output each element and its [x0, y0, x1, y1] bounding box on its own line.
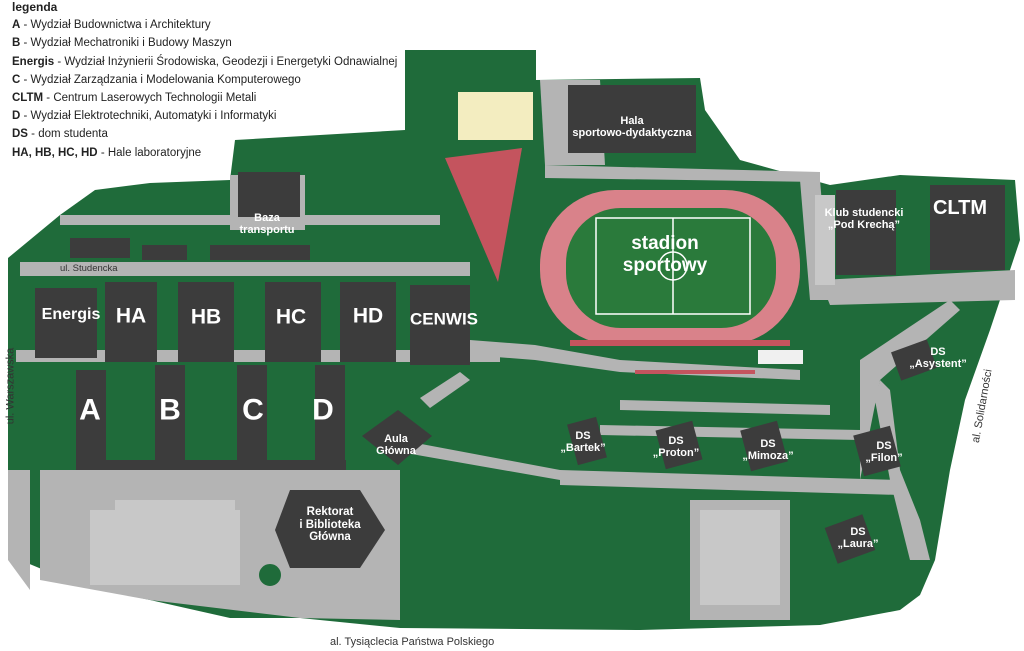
building-energis	[35, 288, 97, 358]
building-cenwis	[410, 285, 470, 365]
building-cltm	[930, 185, 1005, 270]
street-tysiaclecia: al. Tysiąclecia Państwa Polskiego	[330, 636, 495, 648]
label-cltm[interactable]: CLTM	[932, 197, 988, 219]
building-ds-bartek	[567, 416, 607, 466]
building-hd	[340, 282, 396, 362]
legend-item: Energis - Wydział Inżynierii Środowiska,…	[12, 55, 398, 68]
building-b	[155, 365, 185, 465]
building-klub	[836, 190, 896, 275]
building-ds-proton	[655, 420, 703, 470]
legend-item: C - Wydział Zarządzania i Modelowania Ko…	[12, 73, 301, 86]
building-d	[315, 365, 345, 465]
label-hb[interactable]: HB	[190, 305, 222, 329]
legend-item: HA, HB, HC, HD - Hale laboratoryjne	[12, 146, 202, 159]
legend: legenda A - Wydział Budownictwa i Archit…	[12, 0, 397, 162]
label-a[interactable]: A	[79, 393, 101, 427]
building-ds-laura	[824, 514, 876, 564]
roundabout	[253, 558, 287, 592]
label-ds-bartek[interactable]: DS„Bartek”	[560, 429, 606, 454]
building-baza	[238, 172, 300, 217]
label-b[interactable]: B	[159, 393, 181, 427]
building-aula	[362, 410, 432, 465]
building-a	[76, 370, 106, 465]
building-rektorat	[275, 490, 385, 568]
label-energis[interactable]: Energis	[41, 306, 101, 324]
label-ds-filon[interactable]: DS„Filon”	[865, 439, 903, 464]
label-cenwis[interactable]: CENWIS	[410, 309, 478, 329]
building-ds-filon	[853, 425, 901, 477]
stadium	[540, 190, 800, 346]
label-d[interactable]: D	[312, 393, 334, 427]
sand-field	[458, 92, 533, 140]
label-hd[interactable]: HD	[352, 304, 384, 328]
label-klub[interactable]: Klub studencki„Pod Krechą”	[824, 206, 904, 231]
label-ds-laura[interactable]: DS„Laura”	[837, 525, 879, 550]
legend-item: D - Wydział Elektrotechniki, Automatyki …	[12, 110, 277, 123]
label-ds-proton[interactable]: DS„Proton”	[652, 434, 700, 459]
label-ds-mimoza[interactable]: DS„Mimoza”	[742, 437, 794, 462]
label-c[interactable]: C	[242, 393, 264, 427]
building-hb	[178, 282, 234, 362]
label-ds-asystent[interactable]: DS„Asystent”	[909, 345, 967, 370]
buildings	[35, 85, 1005, 568]
legend-title: legenda	[12, 0, 58, 14]
legend-item: A - Wydział Budownictwa i Architektury	[12, 19, 211, 32]
building-hala	[568, 85, 696, 153]
label-hc[interactable]: HC	[275, 305, 307, 329]
building-c	[237, 365, 267, 465]
label-ha[interactable]: HA	[115, 304, 147, 328]
legend-item: DS - dom studenta	[12, 128, 108, 141]
parking-areas	[90, 195, 835, 605]
legend-item: CLTM - Centrum Laserowych Technologii Me…	[12, 92, 257, 105]
legend-item: B - Wydział Mechatroniki i Budowy Maszyn	[12, 37, 232, 50]
building-ha	[105, 282, 157, 362]
street-warszawska: ul. Warszawska	[4, 347, 17, 425]
street-studencka: ul. Studencka	[60, 263, 118, 274]
throwing-sector	[445, 148, 522, 282]
building-ds-mimoza	[740, 420, 788, 472]
building-hc	[265, 282, 321, 362]
building-ds-asystent	[891, 339, 937, 381]
